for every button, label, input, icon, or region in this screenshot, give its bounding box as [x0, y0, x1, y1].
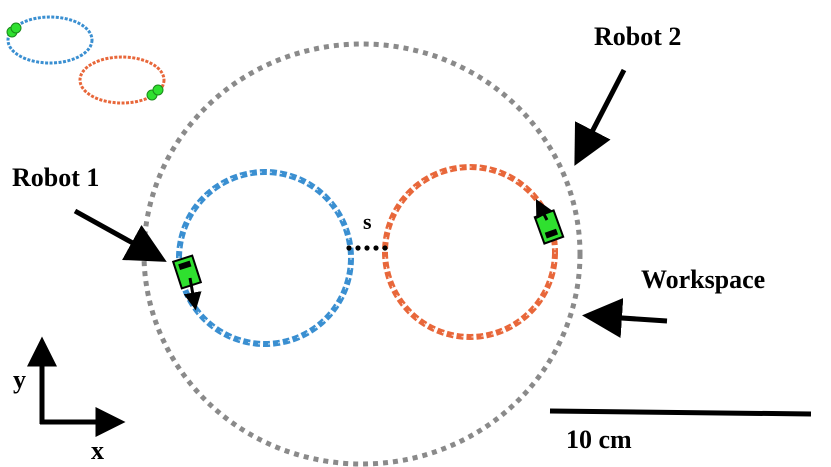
- scale-bar-line: [549, 408, 812, 417]
- separation-dots: [346, 245, 388, 251]
- scale-bar: 10 cm: [549, 408, 812, 454]
- robot2-pointer-arrow-icon: [574, 68, 627, 166]
- scale-bar-label: 10 cm: [566, 425, 632, 454]
- inset-robot2-path: [78, 55, 166, 105]
- separation-label: s: [363, 209, 372, 234]
- robot2-label: Robot 2: [594, 22, 681, 51]
- robot1-pointer-arrow-icon: [73, 208, 167, 262]
- workspace-label: Workspace: [641, 265, 765, 294]
- robot2-path: [382, 164, 558, 340]
- robot1-heading-arrow-icon: [183, 277, 202, 311]
- inset-robot1-icon: [6, 22, 22, 38]
- robot-cart-icon: [171, 254, 203, 290]
- inset-robot1-path: [6, 15, 94, 65]
- workspace-boundary: [141, 41, 583, 467]
- y-axis-label: y: [13, 365, 26, 394]
- x-axis-label: x: [91, 436, 104, 465]
- robot-cart-icon: [533, 209, 565, 245]
- inset-robot2-icon: [146, 84, 164, 101]
- robot2-heading-arrow-icon: [535, 199, 553, 221]
- inset-thumbnail: [6, 15, 166, 105]
- robot1-path: [176, 169, 354, 347]
- coordinate-axes: y x: [13, 336, 126, 465]
- robot1-label: Robot 1: [12, 163, 99, 192]
- workspace-pointer-arrow-icon: [582, 298, 668, 338]
